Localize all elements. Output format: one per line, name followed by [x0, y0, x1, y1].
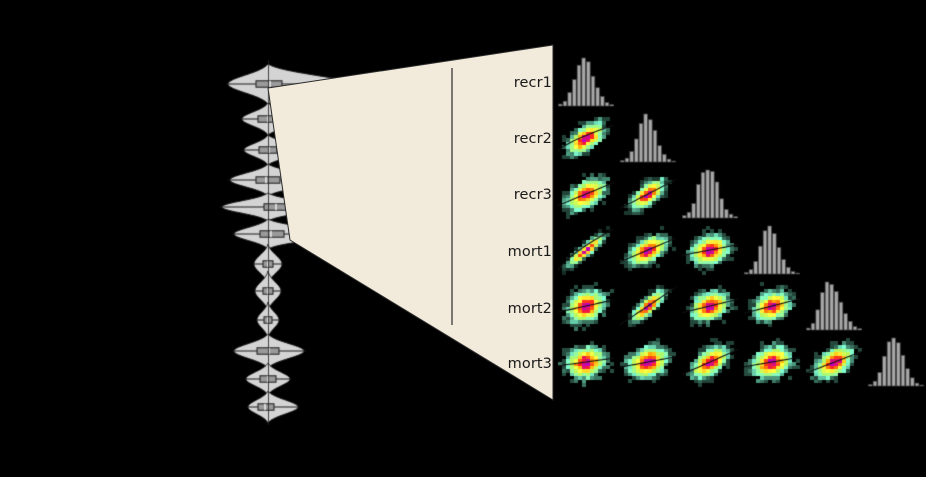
variable-label-mort2: mort2: [507, 301, 552, 317]
variable-label-recr1: recr1: [513, 75, 552, 91]
variable-label-recr2: recr2: [513, 131, 552, 147]
variable-label-recr3: recr3: [513, 187, 552, 203]
variable-label-mort1: mort1: [507, 244, 552, 260]
variable-label-mort3: mort3: [507, 356, 552, 372]
